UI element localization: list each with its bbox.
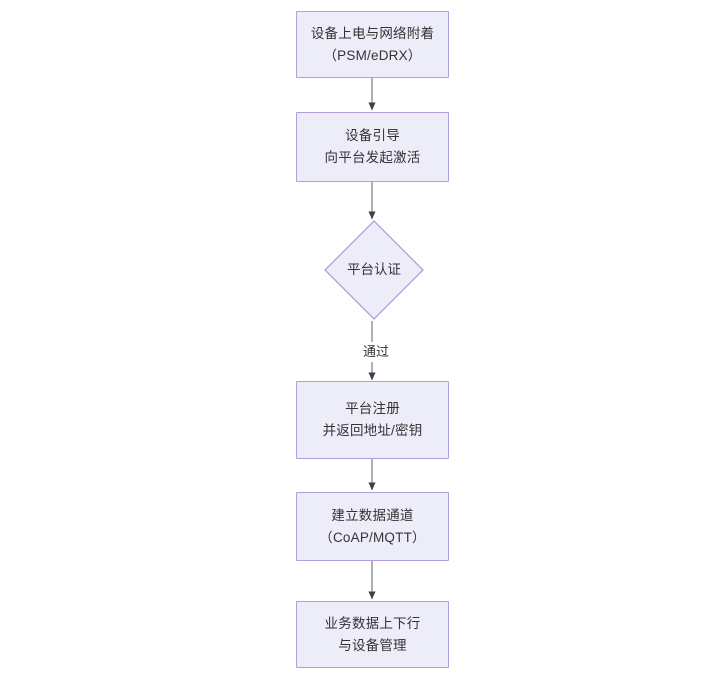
node-data-exchange-line1: 业务数据上下行 — [324, 615, 421, 631]
node-data-channel[interactable]: 建立数据通道 （CoAP/MQTT） — [296, 492, 449, 561]
node-bootstrap-line2: 向平台发起激活 — [324, 150, 421, 165]
node-power-on[interactable]: 设备上电与网络附着 （PSM/eDRX） — [296, 11, 449, 78]
node-data-channel-line2: （CoAP/MQTT） — [319, 529, 426, 545]
decision-diamond-shape — [324, 220, 424, 320]
node-data-channel-line1: 建立数据通道 — [331, 507, 414, 523]
node-power-on-line1: 设备上电与网络附着 — [310, 25, 435, 41]
node-platform-register-line1: 平台注册 — [345, 401, 400, 416]
node-platform-auth-label: 平台认证 — [347, 262, 401, 277]
node-platform-register[interactable]: 平台注册 并返回地址/密钥 — [296, 381, 449, 459]
edge-label-pass: 通过 — [350, 342, 402, 362]
node-bootstrap-line1: 设备引导 — [345, 128, 400, 143]
node-bootstrap[interactable]: 设备引导 向平台发起激活 — [296, 112, 449, 182]
node-platform-register-line2: 并返回地址/密钥 — [322, 423, 423, 438]
node-power-on-line2: （PSM/eDRX） — [323, 47, 422, 63]
node-data-exchange-line2: 与设备管理 — [338, 637, 407, 653]
node-platform-auth[interactable]: 平台认证 — [324, 220, 424, 320]
node-data-exchange[interactable]: 业务数据上下行 与设备管理 — [296, 601, 449, 668]
